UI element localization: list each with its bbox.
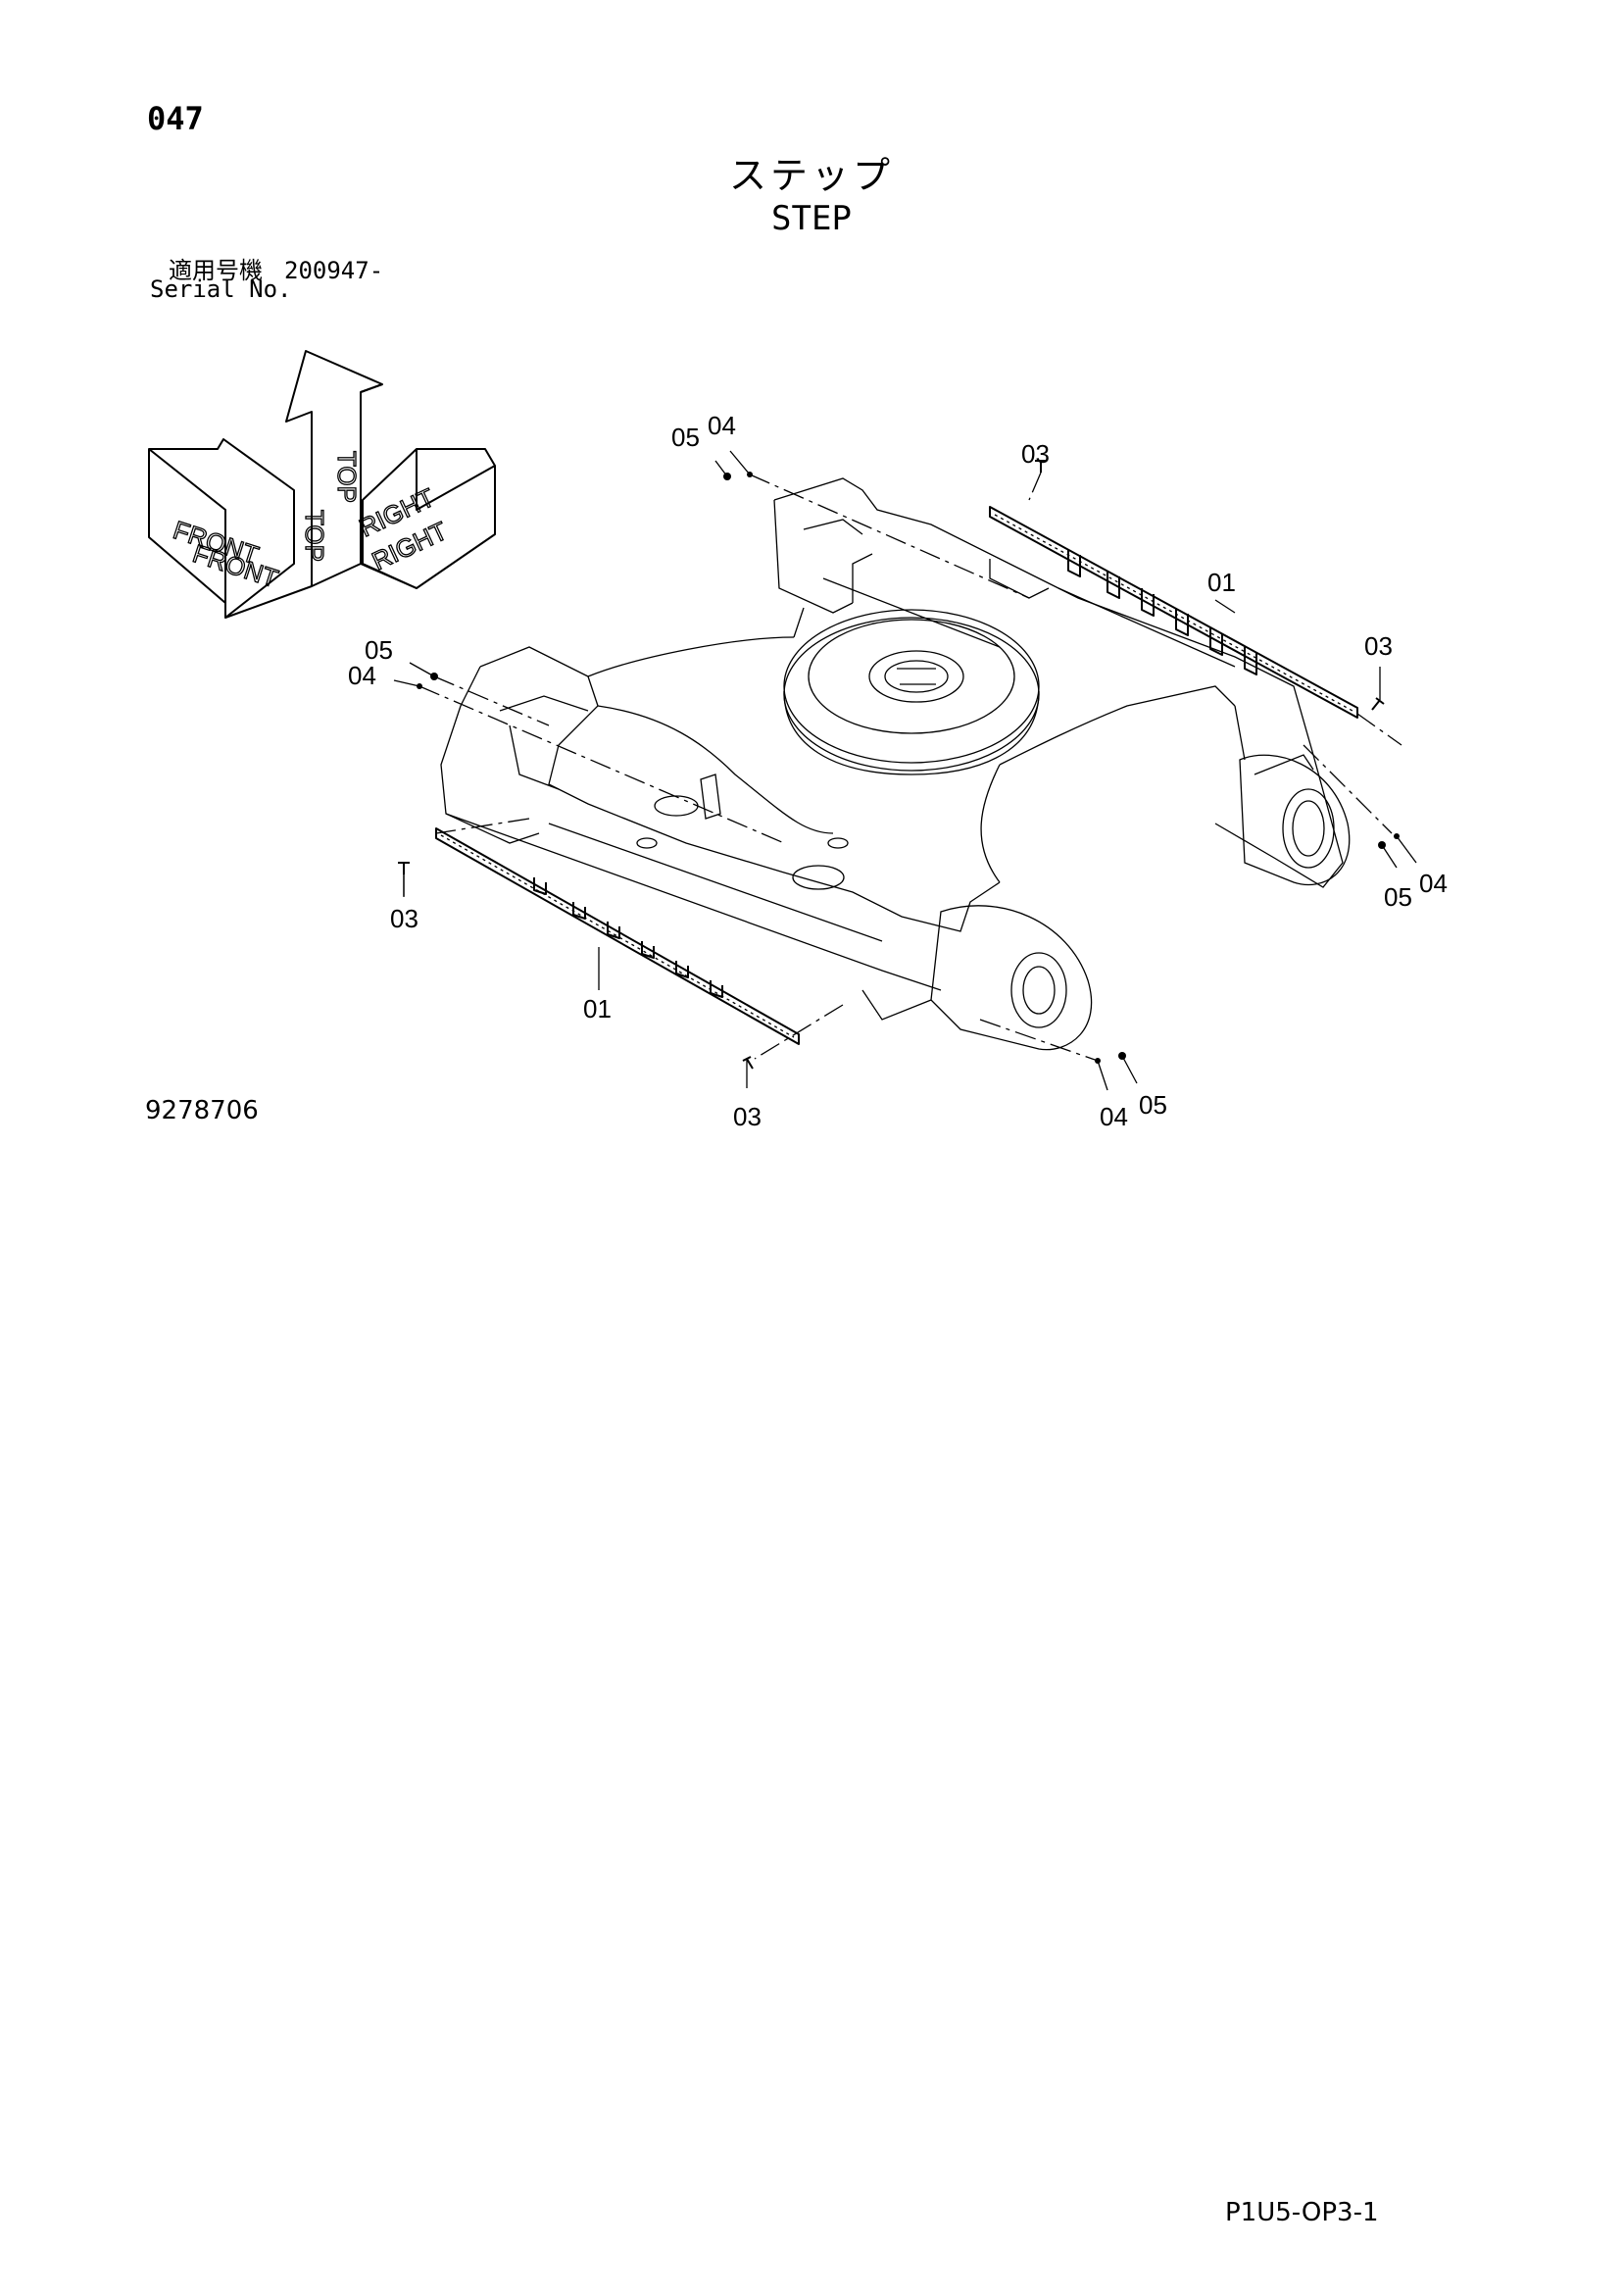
callout-01-upper: 01 — [1207, 568, 1236, 597]
serial-label-ja: 適用号機 — [169, 257, 263, 284]
callout-03-upper-left: 03 — [1021, 439, 1050, 469]
serial-label-en: Serial No. — [150, 275, 292, 303]
step-lower — [435, 827, 800, 1045]
callout-04-left: 04 — [348, 661, 376, 690]
serial-row: 適用号機 200947- — [169, 251, 383, 285]
top-label-left: TOP — [300, 510, 329, 562]
callout-labels: 05 04 03 01 03 05 04 05 04 03 01 03 04 0… — [348, 411, 1448, 1131]
callout-05-lower-right: 05 — [1139, 1090, 1167, 1120]
top-label-right: TOP — [332, 451, 362, 503]
step-upper — [989, 506, 1358, 719]
title-japanese: ステップ — [728, 154, 894, 197]
callout-04-right: 04 — [1419, 869, 1448, 898]
track-frame — [440, 477, 1351, 1051]
center-lines — [403, 472, 1402, 1062]
serial-value: 200947- — [284, 257, 384, 284]
drawing-number: 9278706 — [145, 1096, 259, 1125]
callout-04-upper-left: 04 — [708, 411, 736, 440]
leader-lines — [393, 450, 1417, 1091]
bolts — [398, 460, 1400, 1070]
callout-03-lower-right: 03 — [733, 1102, 762, 1131]
callout-05-upper-left: 05 — [671, 423, 700, 452]
callout-04-lower-right: 04 — [1100, 1102, 1128, 1131]
callout-03-upper-right: 03 — [1364, 631, 1393, 661]
callout-05-left: 05 — [365, 635, 393, 665]
callout-05-right: 05 — [1384, 882, 1412, 912]
page-number: 047 — [147, 100, 204, 137]
callout-01-lower: 01 — [583, 994, 612, 1023]
orientation-indicator: FRONT FRONT TOP TOP RIGHT RIGHT — [148, 350, 496, 619]
title-english: STEP — [771, 199, 852, 238]
callout-03-lower-left: 03 — [390, 904, 418, 933]
sheet-code: P1U5-OP3-1 — [1225, 2198, 1379, 2227]
